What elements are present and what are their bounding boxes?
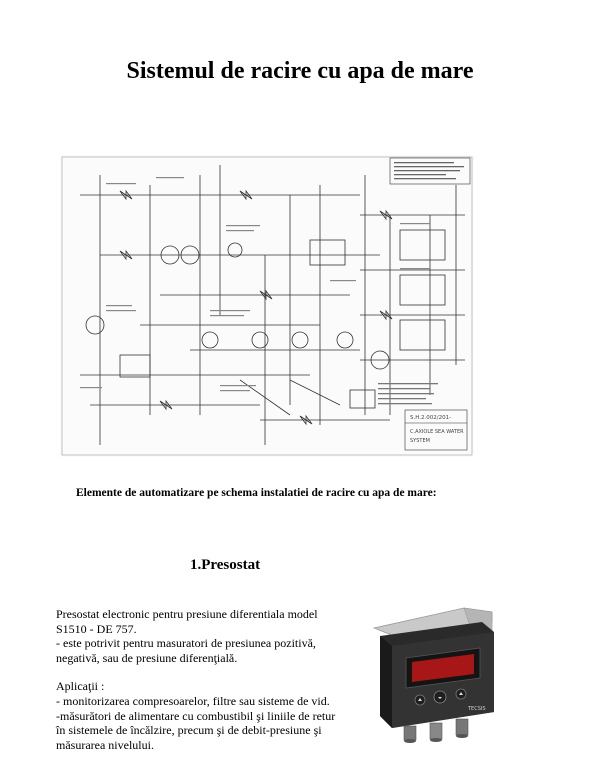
application-line: în sistemele de încălzire, precum şi de … <box>56 723 322 738</box>
piping-diagram-icon: S.H.2.002/201- C.AXIOLE SEA WATER SYSTEM <box>61 156 473 456</box>
application-line: -măsurători de alimentare cu combustibil… <box>56 708 336 723</box>
schematic-title-line-2: SYSTEM <box>410 438 430 444</box>
schematic-title-line-1: C.AXIOLE SEA WATER <box>410 429 464 435</box>
section-heading-presostat: 1.Presostat <box>189 557 261 573</box>
application-line: măsurarea nivelului. <box>56 737 154 752</box>
schematic-drawing-number: S.H.2.002/201- <box>410 415 451 421</box>
description-line: S1510 - DE 757. <box>56 621 137 636</box>
device-brand-label: TECSIS <box>467 706 486 712</box>
description-line: - este potrivit pentru masuratori de pre… <box>56 636 316 651</box>
page-title: Sistemul de racire cu apa de mare <box>126 58 474 84</box>
sea-water-cooling-schematic: S.H.2.002/201- C.AXIOLE SEA WATER SYSTEM <box>60 155 474 457</box>
pressure-switch-device-icon: TECSIS <box>372 607 494 743</box>
presostat-device-photo: TECSIS <box>364 600 504 750</box>
applications-title: Aplicaţii : <box>56 679 105 694</box>
automation-elements-subtitle: Elemente de automatizare pe schema insta… <box>76 487 437 499</box>
presostat-description: Presostat electronic pentru presiune dif… <box>56 607 356 752</box>
description-line: Presostat electronic pentru presiune dif… <box>56 607 318 621</box>
description-line: negativă, sau de presiune diferenţială. <box>56 650 238 665</box>
application-line: - monitorizarea compresoarelor, filtre s… <box>56 693 330 708</box>
paragraph-gap <box>56 665 356 679</box>
